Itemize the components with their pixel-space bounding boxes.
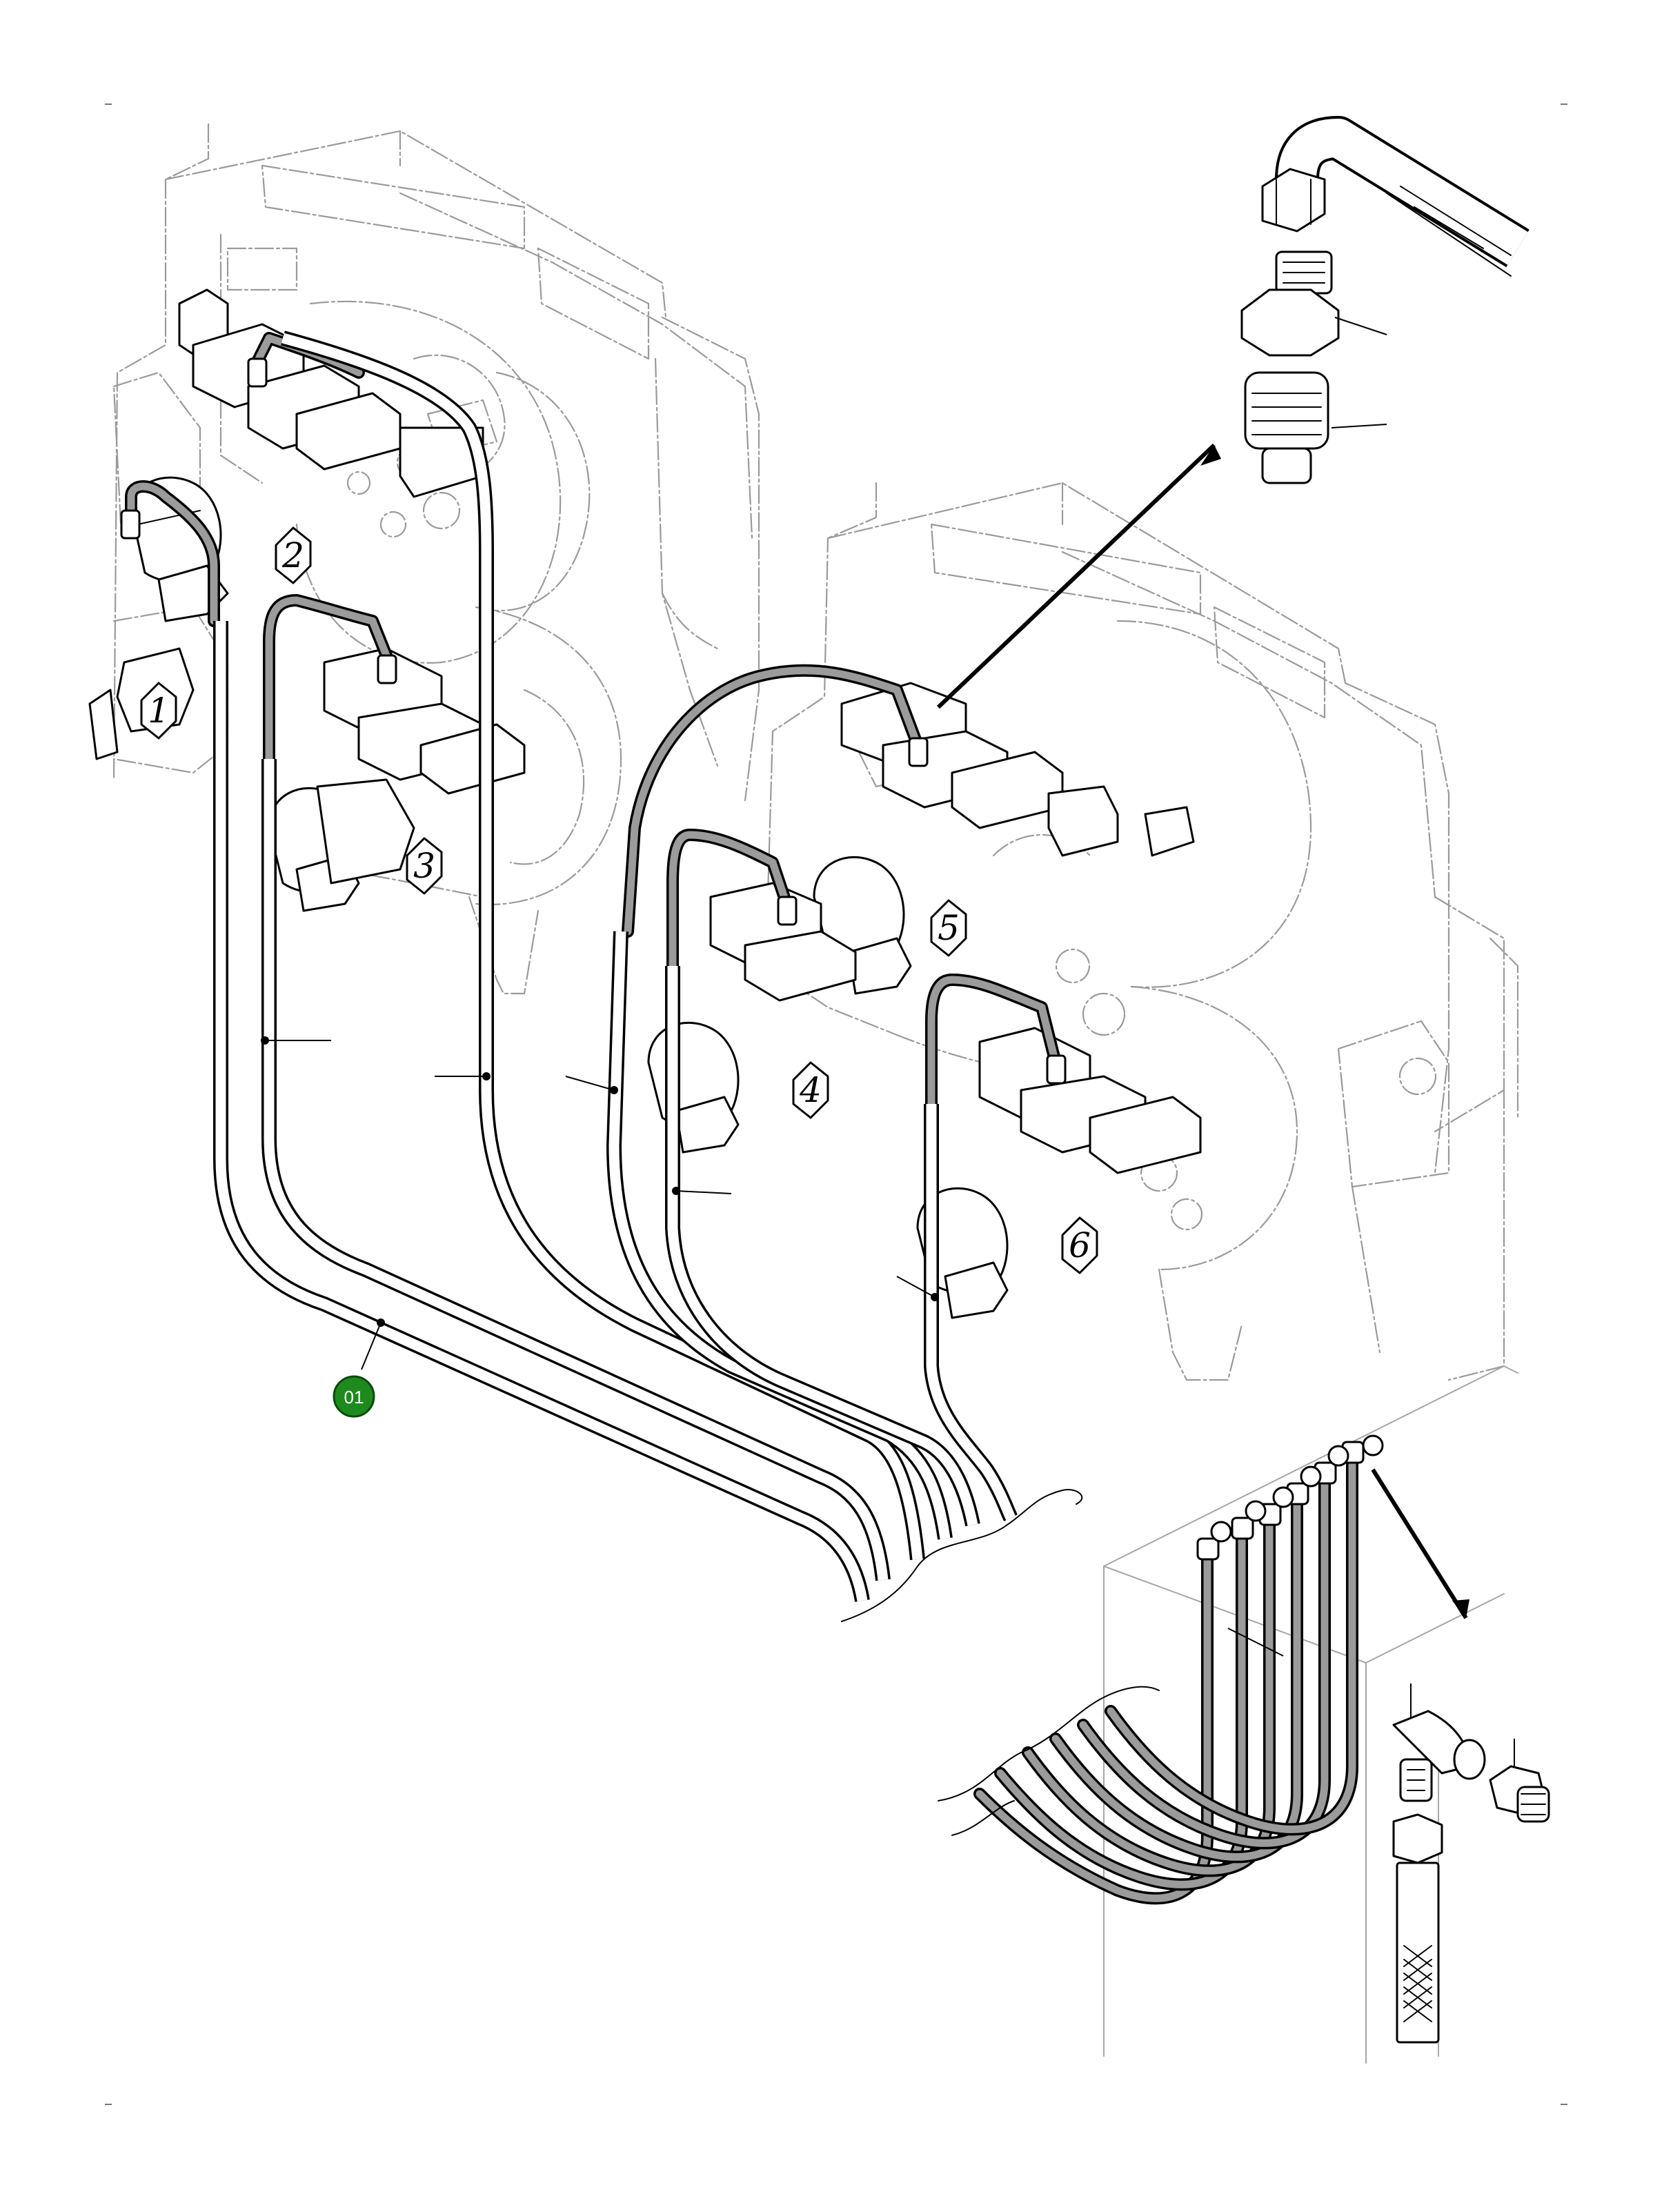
cylinder-labels: 1 2 3 4 5 6 [140,526,1098,1274]
break-line-main [841,1489,1083,1622]
cylinder-label-2: 2 [275,526,312,584]
detail-nipple-fitting [1489,1739,1550,1823]
detail-adapter-lower [1244,371,1387,484]
detail-arrow-top [936,443,1221,709]
svg-text:5: 5 [938,908,960,948]
item-callout-01[interactable]: 01 [333,1375,375,1418]
svg-text:1: 1 [148,691,170,731]
hose-bundle [213,330,1018,1602]
cylinder-label-3: 3 [406,837,443,895]
svg-text:6: 6 [1069,1225,1091,1265]
page-corner-marks [105,103,1567,2105]
item-leaders [261,1036,939,1370]
cylinder-label-1: 1 [140,682,177,740]
detail-hose-elbows [1196,1434,1384,1657]
svg-text:2: 2 [281,535,304,575]
detail-hose-elbow [1261,116,1530,277]
detail-braided-hose [1392,1813,1443,2044]
callout-circle[interactable] [333,1375,375,1418]
cylinder-label-5: 5 [930,899,967,957]
callout-label: 01 [344,1387,364,1408]
detail-elbow-fitting [1392,1683,1486,1802]
pipe-fittings [120,357,1067,1085]
cylinder-label-4: 4 [792,1061,829,1119]
cylinder-label-6: 6 [1061,1216,1098,1274]
svg-text:3: 3 [413,846,435,886]
detail-adapter-upper [1240,250,1387,357]
detail-arrow-bottom [1371,1468,1469,1619]
engine-block-right-ghost [764,482,1519,1381]
svg-text:4: 4 [799,1070,822,1110]
detail-hose-group [938,1456,1358,1905]
